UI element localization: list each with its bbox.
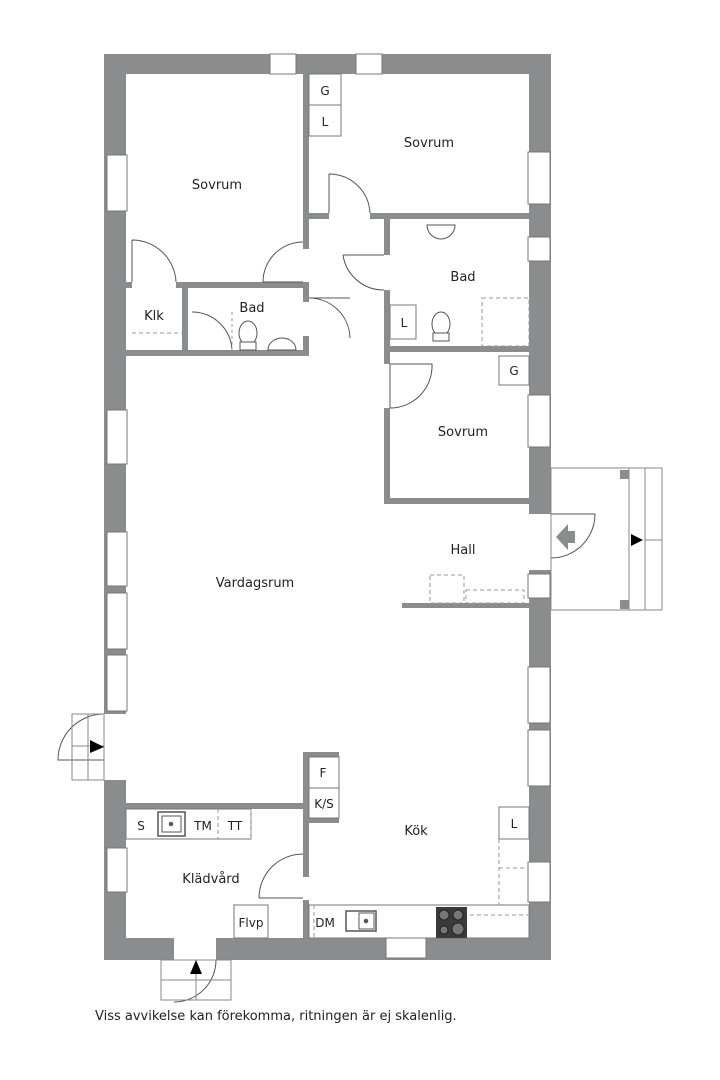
fixture-label-f: F: [320, 766, 327, 780]
fixture-label-l: L: [401, 316, 408, 330]
porch-posts: [620, 470, 629, 609]
room-label-bad-small: Bad: [239, 301, 264, 316]
stove-icon: [436, 907, 467, 938]
room-label-bad-large: Bad: [450, 270, 475, 285]
windows: [106, 53, 551, 959]
fixture-label-tt: TT: [227, 819, 243, 833]
entry-arrow-icon: [631, 534, 643, 546]
room-label-sovrum-ne: Sovrum: [404, 136, 454, 151]
room-label-kladvard: Klädvård: [182, 872, 239, 887]
dashed-outlines: [132, 297, 530, 938]
fixture-label-l: L: [511, 817, 518, 831]
room-label-kok: Kök: [404, 824, 428, 839]
inner-walls: [126, 74, 534, 938]
room-label-vardagsrum: Vardagsrum: [216, 576, 294, 591]
fixture-label-flvp: Flvp: [239, 916, 264, 930]
fixture-label-s: S: [137, 819, 145, 833]
fixture-label-g: G: [509, 364, 518, 378]
fixture-label-dm: DM: [315, 916, 335, 930]
room-label-klk: Klk: [144, 309, 164, 324]
bathroom-fixtures: [191, 224, 456, 351]
sinks: [157, 811, 377, 932]
fixture-label-g: G: [320, 84, 329, 98]
entry-arrow-icon: [90, 740, 104, 753]
room-label-sovrum-e: Sovrum: [438, 425, 488, 440]
fixture-label-tm: TM: [193, 819, 212, 833]
room-label-sovrum-nw: Sovrum: [192, 178, 242, 193]
door-swings: [57, 173, 596, 1003]
entry-arrow-icon: [190, 960, 202, 974]
room-label-hall: Hall: [451, 543, 476, 558]
fixture-label-l: L: [322, 115, 329, 129]
disclaimer-note: Viss avvikelse kan förekomma, ritningen …: [95, 1009, 457, 1024]
main-entrance-arrow-icon: [556, 524, 575, 550]
fixture-label-ks: K/S: [314, 797, 334, 811]
